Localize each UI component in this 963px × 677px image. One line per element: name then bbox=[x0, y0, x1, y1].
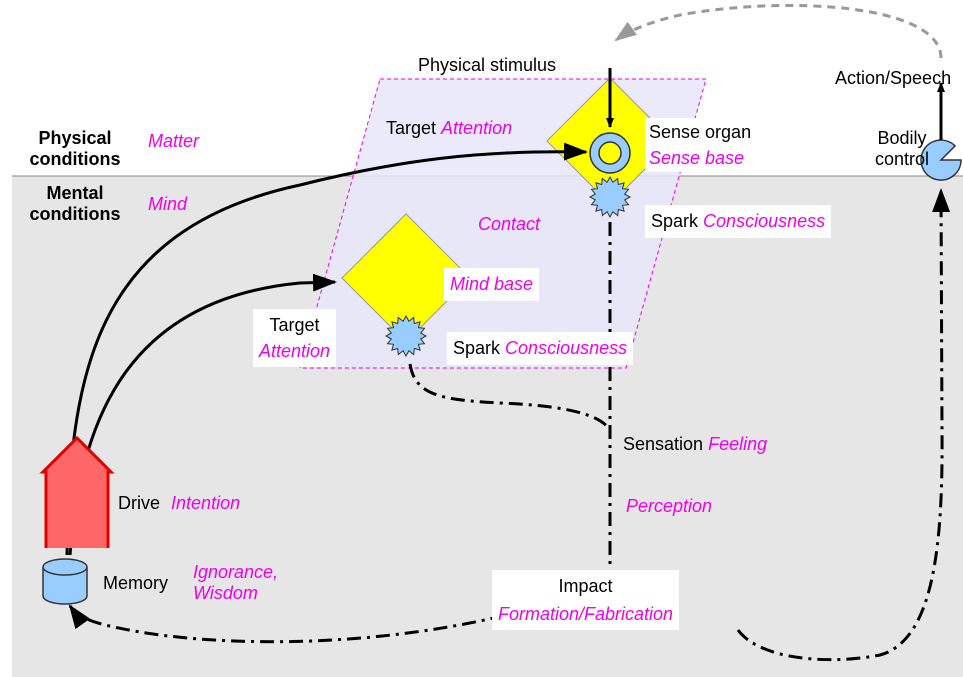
impact-to-memory-flow bbox=[68, 598, 561, 644]
mind-spark-to-sensation-flow bbox=[408, 363, 612, 431]
physical-conditions-title: Physical conditions bbox=[20, 128, 130, 170]
impact-box: Impact Formation/Fabrication bbox=[492, 570, 680, 630]
sense-base-term: Sense base bbox=[649, 148, 745, 168]
sense-spark-box: Spark Consciousness bbox=[645, 205, 832, 238]
memory-label: Memory bbox=[103, 573, 169, 593]
ignorance-term: Ignorance, bbox=[193, 562, 279, 582]
mind-target-label: Target bbox=[269, 315, 320, 335]
mind-attention-term: Attention bbox=[259, 341, 331, 361]
sense-target-text: Target bbox=[386, 118, 437, 138]
impact-label: Impact bbox=[558, 576, 613, 596]
physical-title-line2: conditions bbox=[29, 149, 121, 169]
drive-label: Drive Intention bbox=[118, 493, 240, 514]
physical-stimulus-label: Physical stimulus bbox=[418, 55, 557, 75]
matter-term: Matter bbox=[148, 131, 200, 151]
mind-spark-box: Spark Consciousness bbox=[447, 332, 634, 365]
impact-to-bodily-control-flow bbox=[736, 188, 951, 662]
contact-term: Contact bbox=[478, 214, 541, 234]
intention-term: Intention bbox=[171, 493, 241, 513]
sense-spark-label: Spark bbox=[651, 211, 699, 231]
bodily-line2: control bbox=[874, 149, 930, 169]
sense-organ-box: Sense organ Sense base bbox=[645, 118, 756, 172]
mental-title-line1: Mental bbox=[46, 183, 104, 203]
mind-spark-label: Spark bbox=[453, 338, 501, 358]
memory-cylinder-body-icon bbox=[42, 567, 88, 605]
mind-spark-starburst-icon bbox=[384, 314, 428, 358]
formation-fabrication-term: Formation/Fabrication bbox=[498, 604, 674, 624]
sensation-label: Sensation Feeling bbox=[623, 434, 767, 455]
mind-base-term: Mind base bbox=[444, 268, 540, 301]
mind-term: Mind bbox=[148, 194, 188, 214]
sense-consciousness-term: Consciousness bbox=[703, 211, 826, 231]
bodily-line1: Bodily bbox=[877, 128, 927, 148]
wisdom-term: Wisdom bbox=[193, 583, 258, 603]
drive-text: Drive bbox=[118, 493, 161, 513]
feeling-term: Feeling bbox=[708, 434, 768, 454]
drive-up-arrow-icon bbox=[39, 435, 115, 548]
bodily-control-label: Bodily control bbox=[872, 128, 932, 170]
memory-terms: Ignorance, Wisdom bbox=[193, 562, 278, 604]
sense-spark-starburst-icon bbox=[588, 175, 632, 219]
memory-cylinder-top-icon bbox=[42, 558, 88, 576]
feedback-dashed-arrow bbox=[614, 3, 943, 59]
perception-term: Perception bbox=[626, 496, 713, 516]
mental-title-line2: conditions bbox=[29, 204, 121, 224]
mental-conditions-title: Mental conditions bbox=[20, 183, 130, 225]
bodily-control-pie-icon bbox=[920, 139, 962, 181]
mind-consciousness-term: Consciousness bbox=[505, 338, 628, 358]
sense-target-label: Target Attention bbox=[386, 118, 512, 139]
sense-organ-core-icon bbox=[598, 141, 622, 165]
action-speech-label: Action/Speech bbox=[835, 68, 952, 88]
mind-target-box: Target Attention bbox=[253, 309, 337, 367]
sense-attention-term: Attention bbox=[441, 118, 513, 138]
physical-title-line1: Physical bbox=[38, 128, 112, 148]
sense-organ-label: Sense organ bbox=[649, 122, 752, 142]
attention-curve-to-sense bbox=[65, 142, 588, 556]
sensation-text: Sensation bbox=[623, 434, 704, 454]
